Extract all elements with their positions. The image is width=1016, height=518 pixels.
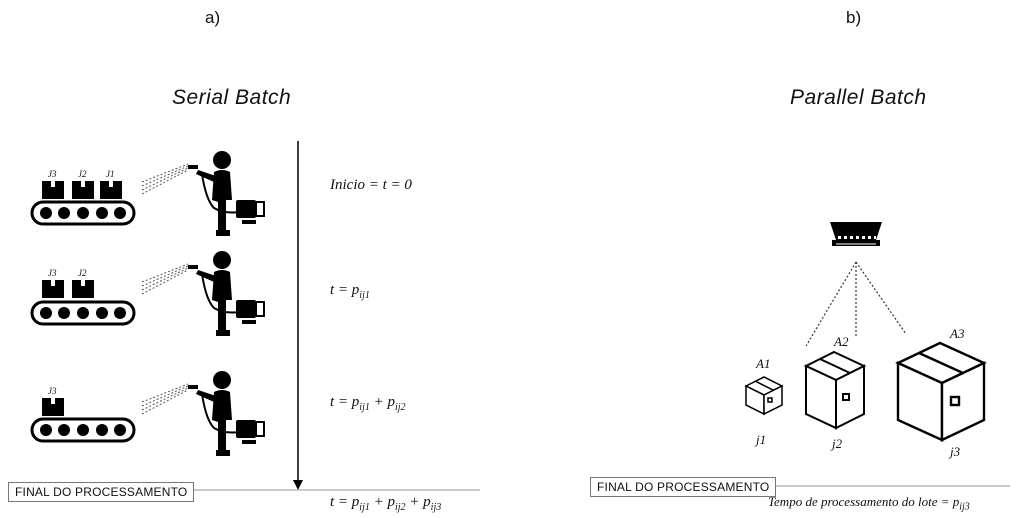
box-j2-icon (806, 352, 864, 428)
row3-worker-icon (188, 371, 264, 456)
oven-icon (830, 222, 882, 246)
equation-parallel-final: Tempo de processamento do lote = pij3 (768, 494, 970, 513)
row1-job-label-1: J3 (48, 169, 57, 179)
row1-scan-beam (142, 164, 188, 194)
row2-conveyor (32, 280, 134, 324)
box-label-j1: j1 (756, 432, 766, 448)
equation-row3: t = pij1 + pij2 (330, 394, 406, 413)
equation-row2: t = pij1 (330, 282, 370, 301)
oven-beams (806, 262, 906, 346)
row1-conveyor (32, 181, 134, 224)
row2-job-label-1: J3 (48, 268, 57, 278)
box-label-j2: j2 (832, 436, 842, 452)
final-label-a: FINAL DO PROCESSAMENTO (8, 482, 194, 502)
equation-final: t = pij1 + pij2 + pij3 (330, 494, 441, 513)
row2-job-label-2: J2 (78, 268, 87, 278)
box-label-a2: A2 (834, 334, 848, 350)
box-label-a1: A1 (756, 356, 770, 372)
row3-job-label-1: J3 (48, 386, 57, 396)
final-label-b: FINAL DO PROCESSAMENTO (590, 477, 776, 497)
equation-row1: Inicio = t = 0 (330, 177, 412, 194)
box-label-a3: A3 (950, 326, 964, 342)
row1-job-label-3: J1 (106, 169, 115, 179)
row2-worker-icon (188, 251, 264, 336)
box-label-j3: j3 (950, 444, 960, 460)
row1-job-label-2: J2 (78, 169, 87, 179)
row1-worker-icon (188, 151, 264, 236)
row3-conveyor (32, 398, 134, 441)
row3-scan-beam (142, 384, 188, 414)
time-arrow-head (293, 480, 303, 490)
box-j1-icon (746, 377, 782, 414)
box-j3-icon (898, 343, 984, 440)
row2-scan-beam (142, 264, 188, 294)
